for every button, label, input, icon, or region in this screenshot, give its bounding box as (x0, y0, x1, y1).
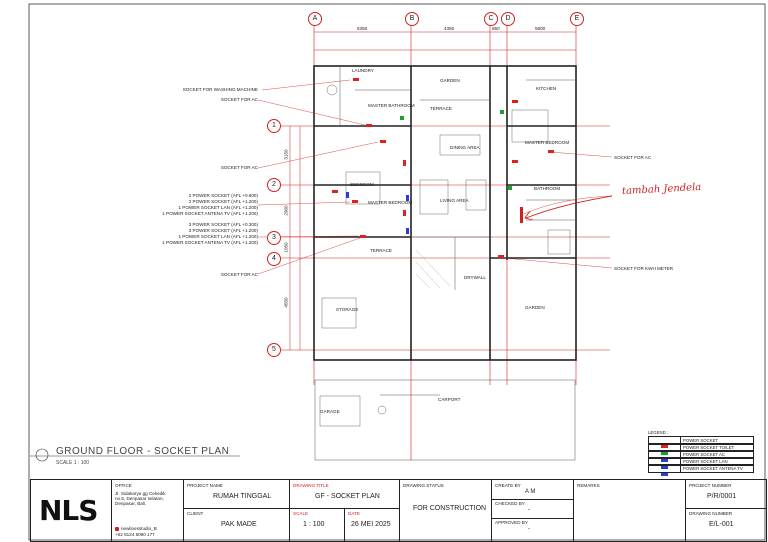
scale-label: SCALE (293, 511, 309, 516)
room-label: TERRACE (370, 248, 392, 253)
grid-bubble-1: 1 (267, 119, 281, 133)
dimension-label: 4350 (444, 26, 455, 31)
client-value: PAK MADE (221, 521, 257, 528)
annotation-power-socket: 3 POWER SOCKET (AFL +0.300) (188, 222, 258, 227)
room-label: BEDROOM (350, 182, 374, 187)
approved-by-value: - (528, 526, 530, 532)
room-label: CARPORT (438, 397, 461, 402)
project-name-value: RUMAH TINGGAL (213, 493, 272, 500)
project-name-label: PROJECT NAME (187, 483, 223, 488)
annotation-washing-machine: SOCKET FOR WASHING MACHINE (182, 87, 258, 92)
annotation-antena-tv: 1 POWER SOCKET ANTENA TV (AFL +1.200) (162, 240, 258, 245)
plan-title: GROUND FLOOR - SOCKET PLAN (56, 446, 230, 457)
company-logo: NLS (39, 494, 98, 527)
legend-row: POWER SOCKET (648, 436, 754, 448)
instagram-icon (115, 526, 119, 531)
tv-socket-symbol (649, 465, 681, 476)
power-socket-symbol (649, 437, 681, 448)
socket-markers (332, 78, 554, 258)
project-number-label: PROJECT NUMBER (689, 483, 732, 488)
title-block: NLS OFFICE Jl. Sidakarya gg Cekedik no.5… (30, 479, 767, 542)
lan-socket-symbol (649, 458, 681, 469)
annotation-antena-tv: 1 POWER SOCKET ANTENA TV (AFL +1.200) (162, 211, 258, 216)
legend-row: POWER SOCKET AC (648, 450, 754, 462)
room-label: STORAGE (336, 307, 359, 312)
legend-row: POWER SOCKET TOILET (648, 443, 754, 455)
annotation-socket-ac: SOCKET FOR AC (220, 97, 258, 102)
drawing-status-label: DRAWING STATUS (403, 483, 444, 488)
create-by-label: CREATE BY (495, 483, 521, 488)
annotation-power-socket-lan: 1 POWER SOCKET LAN (AFL +1.200) (178, 234, 258, 239)
room-label: KITCHEN (536, 86, 557, 91)
office-address-line: Jl. Sidakarya gg Cekedik (115, 491, 166, 496)
grid-bubble-a: A (308, 12, 322, 26)
grid-bubble-4: 4 (267, 252, 281, 266)
grid-bubble-3: 3 (267, 231, 281, 245)
dimension-label: 3150 (283, 149, 289, 160)
client-label: CLIENT (187, 511, 204, 516)
drawing-status-value: FOR CONSTRUCTION (413, 505, 487, 512)
annotation-socket-ac-right: SOCKET FOR AC (614, 155, 652, 160)
office-label: OFFICE (115, 483, 132, 488)
grid-bubble-d: D (501, 12, 515, 26)
grid-lines (280, 24, 610, 460)
dimension-label: 5350 (357, 26, 368, 31)
project-number-value: P/R/0001 (707, 493, 737, 500)
annotation-power-socket: 2 POWER SOCKET (AFL +1.200) (188, 199, 258, 204)
annotation-kwh-meter: SOCKET FOR KWH METER (614, 266, 674, 271)
date-label: DATE (348, 511, 360, 516)
annotation-socket-ac: SOCKET FOR AC (220, 272, 258, 277)
plan-scale: SCALE 1 : 100 (56, 460, 90, 466)
annotation-power-socket: 2 POWER SOCKET (AFL +0.600) (188, 193, 258, 198)
room-label: GARDEN (440, 78, 460, 83)
ac-socket-symbol (649, 451, 681, 462)
scale-value: 1 : 100 (303, 521, 325, 528)
room-label: MASTER BATHROOM (368, 103, 415, 108)
office-address-line: Denpasar, Bali. (115, 501, 147, 506)
room-label: GARAGE (320, 409, 340, 414)
room-label: DRYWALL (464, 275, 486, 280)
drawing-number-label: DRAWING NUMBER (689, 511, 733, 516)
create-by-value: A M (525, 489, 536, 495)
toilet-socket-symbol (649, 444, 681, 455)
date-value: 26 MEI 2025 (351, 521, 391, 528)
drawing-title-value: GF - SOCKET PLAN (315, 493, 380, 500)
dimension-label: 850 (492, 26, 500, 31)
legend-row: POWER SOCKET ANTENA TV (648, 464, 754, 476)
room-label: GARDEN (525, 305, 545, 310)
checked-by-label: CHECKED BY (495, 501, 525, 506)
room-label: TERRACE (430, 106, 452, 111)
checked-by-value: - (528, 507, 530, 513)
annotation-socket-ac: SOCKET FOR AC (220, 165, 258, 170)
grid-bubble-5: 5 (267, 343, 281, 357)
phone-number: +62 8124 6090 177 (115, 532, 155, 537)
room-label: LIVING AREA (440, 198, 469, 203)
room-label: MASTER BEDROOM (368, 200, 413, 205)
dimension-label: 2900 (283, 205, 289, 216)
drawing-number-value: E/L-001 (709, 521, 734, 528)
grid-bubble-c: C (484, 12, 498, 26)
instagram-handle: newlinesstudio_B (115, 526, 157, 531)
dimension-label: 4550 (283, 297, 289, 308)
dimension-label: 5800 (535, 26, 546, 31)
dimension-label: 1050 (283, 242, 289, 253)
annotation-power-socket: 3 POWER SOCKET (AFL +1.200) (188, 228, 258, 233)
office-address-line: no.5, Denpasar selatan, (115, 496, 164, 501)
remarks-label: REMARKS (577, 483, 600, 488)
room-label: DINING AREA (450, 145, 480, 150)
room-label: BATHROOM (534, 186, 561, 191)
grid-bubble-b: B (405, 12, 419, 26)
legend-row: POWER SOCKET LAN (648, 457, 754, 469)
legend: LEGEND : POWER SOCKET POWER SOCKET TOILE… (648, 430, 754, 476)
annotation-power-socket-lan: 1 POWER SOCKET LAN (AFL +1.200) (178, 205, 258, 210)
grid-bubble-e: E (570, 12, 584, 26)
room-label: MASTER BEDROOM (525, 140, 570, 145)
legend-title: LEGEND : (648, 430, 669, 435)
approved-by-label: APPROVED BY (495, 520, 528, 525)
room-label: LAUNDRY (352, 68, 374, 73)
drawing-title-label: DRAWING TITLE (293, 483, 329, 488)
grid-bubble-2: 2 (267, 178, 281, 192)
